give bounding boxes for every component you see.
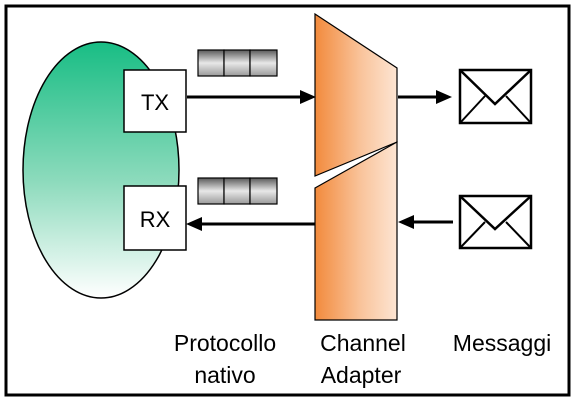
tx-queue-icon [197,49,278,77]
caption-messages: Messaggi [453,330,551,356]
outgoing-envelope-icon [458,68,533,125]
incoming-envelope-icon [458,194,533,250]
caption-adapter-line2: Adapter [321,362,402,388]
adapter-to-message-arrow [398,90,452,104]
rx-queue-icon [197,177,278,205]
message-to-adapter-arrow [398,215,453,229]
channel-adapter-lower [314,140,398,321]
tx-to-adapter-arrow [187,90,316,104]
tx-label: TX [141,90,169,115]
caption-protocol-line1: Protocollo [174,330,276,356]
caption-protocol-line2: nativo [194,362,255,388]
tx-box: TX [123,69,187,133]
caption-adapter-line1: Channel [320,330,406,356]
adapter-to-rx-arrow [186,217,316,231]
rx-box: RX [123,185,187,251]
rx-label: RX [140,207,171,232]
